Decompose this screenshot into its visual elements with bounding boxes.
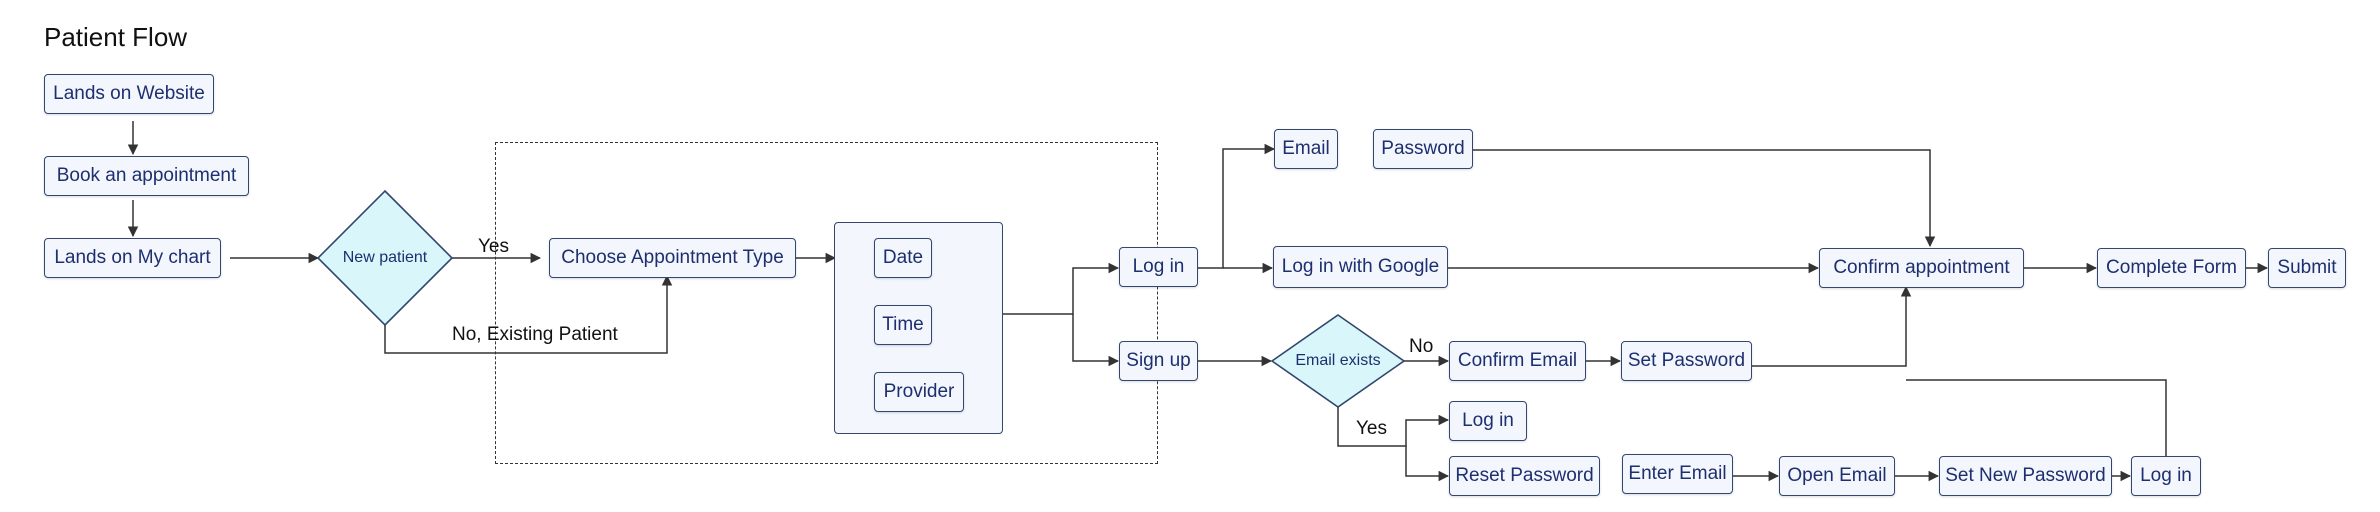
date-node[interactable]: Date (874, 238, 932, 278)
edge-yes-to-reset-password (1405, 446, 1450, 482)
log-in-with-google-node[interactable]: Log in with Google (1273, 246, 1448, 288)
yes-email-label: Yes (1356, 418, 1387, 439)
edge-password-to-confirm (1473, 149, 1936, 248)
edge-options-split (1003, 262, 1120, 315)
edge-set-password-to-confirm (1752, 285, 1912, 367)
submit-node[interactable]: Submit (2268, 248, 2346, 288)
reset-password-node[interactable]: Reset Password (1449, 456, 1600, 496)
edge-no-to-choose-type (384, 274, 673, 354)
enter-email-node[interactable]: Enter Email (1622, 454, 1733, 494)
email-node[interactable]: Email (1274, 129, 1338, 169)
set-password-node[interactable]: Set Password (1621, 341, 1752, 381)
password-node[interactable]: Password (1373, 129, 1473, 169)
edge-login-to-email (1198, 143, 1276, 269)
time-node[interactable]: Time (874, 305, 932, 345)
confirm-email-node[interactable]: Confirm Email (1449, 341, 1586, 381)
confirm-appointment-node[interactable]: Confirm appointment (1819, 248, 2024, 288)
lands-on-my-chart-node[interactable]: Lands on My chart (44, 238, 221, 278)
no-email-label: No (1409, 336, 1434, 357)
page-title: Patient Flow (44, 22, 188, 52)
choose-appointment-type-node[interactable]: Choose Appointment Type (549, 238, 796, 278)
log-in-node[interactable]: Log in (1119, 247, 1198, 287)
email-exists-decision-label: Email exists (1295, 352, 1381, 369)
log-in-after-reset-node[interactable]: Log in (2131, 456, 2201, 496)
set-new-password-node[interactable]: Set New Password (1939, 456, 2112, 496)
yes-new-patient-label: Yes (478, 236, 509, 257)
complete-form-node[interactable]: Complete Form (2097, 248, 2246, 288)
edge-options-to-signup (1072, 314, 1120, 367)
edge-login3-to-confirm (1906, 379, 2167, 456)
lands-on-website-node[interactable]: Lands on Website (44, 74, 214, 114)
edge-yes-split (1337, 407, 1450, 447)
appointment-selection-region (495, 142, 1158, 464)
sign-up-node[interactable]: Sign up (1119, 341, 1198, 381)
open-email-node[interactable]: Open Email (1779, 456, 1895, 496)
book-appointment-node[interactable]: Book an appointment (44, 156, 249, 196)
log-in-existing-node[interactable]: Log in (1449, 401, 1527, 441)
provider-node[interactable]: Provider (874, 372, 964, 412)
new-patient-decision-label: New patient (342, 249, 428, 266)
no-existing-patient-label: No, Existing Patient (452, 324, 618, 345)
